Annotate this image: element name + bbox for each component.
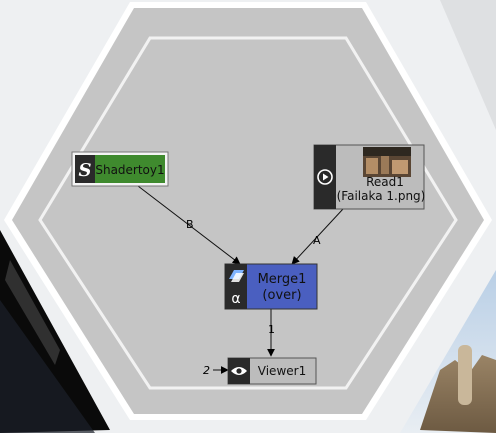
node-viewer-label: Viewer1 [258,364,306,378]
shadertoy-s-icon: S [79,160,92,181]
edge-label-b: B [186,218,194,231]
eye-icon [231,367,247,375]
node-shadertoy-label: Shadertoy1 [95,163,164,177]
merge-layers-icon [229,270,244,282]
play-icon [317,169,333,185]
alpha-icon: α [231,291,240,307]
edge-label-a: A [313,234,321,247]
node-read[interactable]: Read1 (Failaka 1.png) [313,144,426,210]
node-shadertoy[interactable]: S Shadertoy1 [71,151,169,187]
node-merge[interactable]: α Merge1 (over) [224,263,318,310]
node-merge-operation: (over) [262,288,301,303]
node-read-filename: (Failaka 1.png) [337,189,426,203]
edge-shadertoy-to-merge[interactable] [137,185,241,265]
edges: B A 1 2 [137,185,344,377]
node-read-title: Read1 [366,175,404,189]
edge-read-to-merge[interactable] [291,208,344,265]
hexagon-frame [4,2,492,420]
failaka-ruins-thumbnail [363,147,411,177]
edge-label-1: 1 [268,323,275,336]
node-viewer[interactable]: Viewer1 [227,357,317,385]
node-merge-title: Merge1 [258,272,307,287]
edge-label-2: 2 [203,364,210,377]
